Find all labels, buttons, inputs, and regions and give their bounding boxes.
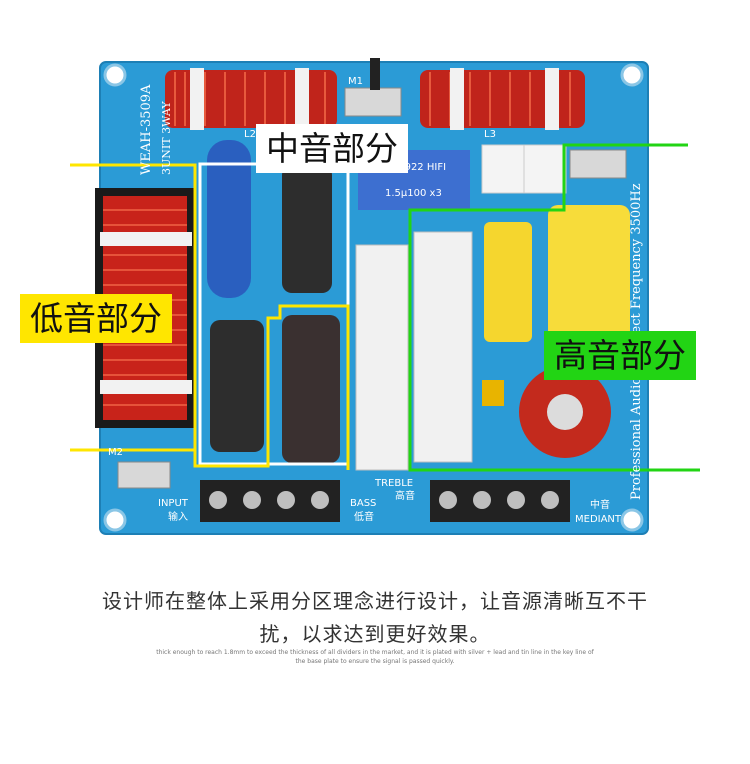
switch-treble bbox=[569, 149, 627, 179]
terminal-treble-cn: 高音 bbox=[395, 489, 415, 502]
cap-blue-value-text: 1.5μ100 x3 bbox=[385, 188, 442, 199]
blue-capacitor bbox=[207, 140, 251, 298]
bass-capacitor-1 bbox=[210, 320, 264, 452]
terminal-block-left bbox=[200, 480, 340, 522]
mid-capacitor bbox=[282, 165, 332, 293]
terminal-mid-cn: 中音 bbox=[590, 498, 610, 511]
terminal-bass-label: BASS bbox=[350, 498, 376, 509]
switch-m1 bbox=[344, 87, 402, 117]
product-photo: WEAH-3509A 3UNIT 3WAY Professional Audio… bbox=[20, 58, 700, 535]
resistor-1 bbox=[355, 244, 409, 471]
terminal-block-right bbox=[430, 480, 570, 522]
inductor-l2 bbox=[165, 68, 337, 130]
label-m2: M2 bbox=[108, 447, 123, 458]
mounting-hole bbox=[620, 63, 644, 87]
treble-zone-outline bbox=[408, 143, 700, 472]
terminal-input-cn: 输入 bbox=[168, 510, 188, 523]
bass-capacitor-2 bbox=[282, 315, 340, 463]
ceramic-block bbox=[523, 144, 567, 194]
board-model-text: WEAH-3509A bbox=[139, 84, 154, 175]
terminal-treble-label: TREBLE bbox=[374, 478, 413, 489]
resistor-2 bbox=[413, 231, 473, 463]
caption-line-1: 设计师在整体上采用分区理念进行设计，让音源清晰互不干 bbox=[102, 589, 648, 613]
zone-label-bass: 低音部分 bbox=[20, 294, 172, 343]
mounting-hole bbox=[103, 508, 127, 532]
label-l3: L3 bbox=[484, 129, 496, 140]
switch-m2 bbox=[117, 461, 171, 489]
mounting-hole bbox=[620, 508, 644, 532]
bass-zone-outline bbox=[70, 163, 350, 470]
ceramic-block bbox=[481, 144, 525, 194]
terminal-input-label: INPUT bbox=[158, 498, 189, 509]
treble-capacitor-small bbox=[484, 222, 532, 342]
label-m1: M1 bbox=[348, 76, 363, 87]
mounting-hole bbox=[103, 63, 127, 87]
caption-fine-print: thick enough to reach 1.8mm to exceed th… bbox=[156, 649, 594, 665]
crossover-board-illustration: WEAH-3509A 3UNIT 3WAY Professional Audio… bbox=[70, 58, 700, 535]
zone-label-treble: 高音部分 bbox=[544, 331, 696, 380]
terminal-mid-label: MEDIANT bbox=[575, 514, 622, 525]
inductor-l3 bbox=[420, 68, 585, 130]
terminal-bass-cn: 低音 bbox=[354, 510, 374, 523]
zone-label-mid: 中音部分 bbox=[256, 124, 408, 173]
label-l2: L2 bbox=[244, 129, 256, 140]
board-spec-text: 3UNIT 3WAY bbox=[160, 101, 173, 175]
treble-capacitor-big bbox=[548, 205, 630, 365]
caption-line-2: 扰，以求达到更好效果。 bbox=[259, 622, 491, 646]
cap-blue-text: B32922 HIFI bbox=[385, 162, 446, 173]
